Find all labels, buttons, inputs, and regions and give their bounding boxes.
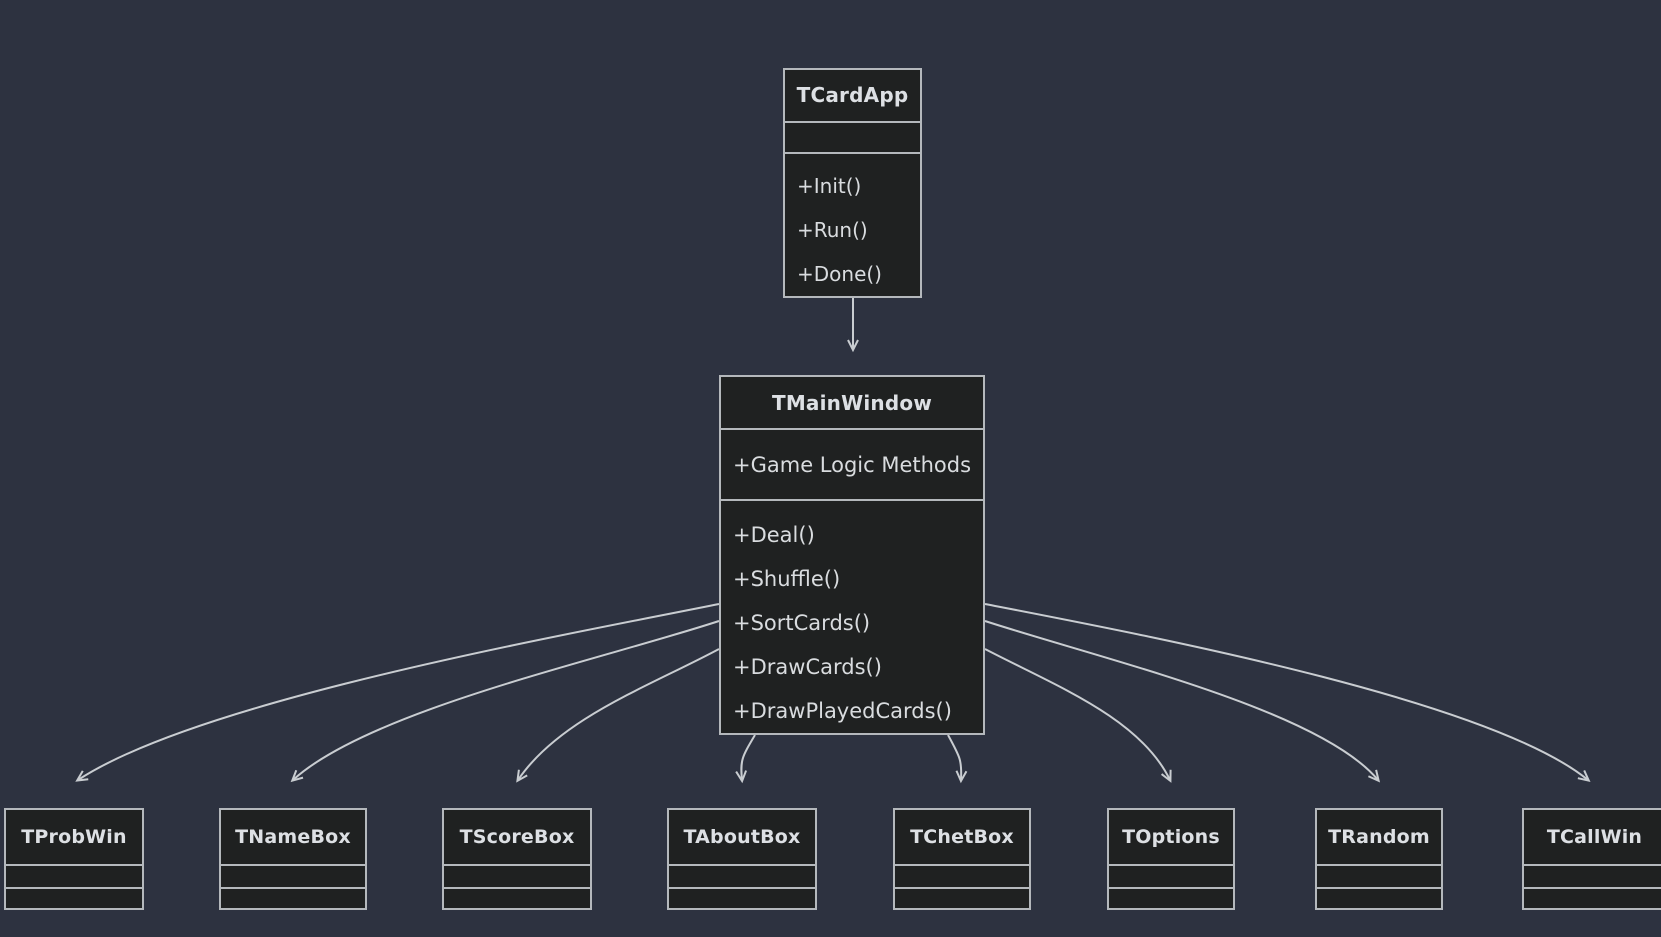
class-method: +Deal(): [733, 523, 815, 547]
class-attributes-compartment: +Game Logic Methods: [721, 428, 983, 499]
class-title-compartment: TScoreBox: [444, 810, 590, 864]
class-attributes-compartment: [895, 864, 1029, 887]
class-name-tchetbox: TChetBox: [910, 826, 1014, 848]
class-attributes-compartment: [444, 864, 590, 887]
class-attribute: +Game Logic Methods: [733, 452, 972, 477]
class-title-compartment: TNameBox: [221, 810, 365, 864]
class-name-tnamebox: TNameBox: [235, 826, 351, 848]
class-method: +Shuffle(): [733, 567, 841, 591]
class-methods-compartment: +Init() +Run() +Done(): [785, 152, 920, 296]
class-methods-compartment: [1317, 887, 1441, 908]
class-attributes-compartment: [6, 864, 142, 887]
class-methods-compartment: [444, 887, 590, 908]
edge-tmainwindow-to-toptions: [984, 648, 1172, 783]
class-box-taboutbox[interactable]: TAboutBox: [667, 808, 817, 910]
class-method: +Init(): [797, 174, 862, 198]
class-attributes-compartment: [1524, 864, 1661, 887]
class-box-tchetbox[interactable]: TChetBox: [893, 808, 1031, 910]
class-title-compartment: TChetBox: [895, 810, 1029, 864]
class-attributes-compartment: [669, 864, 815, 887]
class-box-tnamebox[interactable]: TNameBox: [219, 808, 367, 910]
class-title-compartment: TMainWindow: [721, 377, 983, 428]
class-methods-compartment: +Deal() +Shuffle() +SortCards() +DrawCar…: [721, 499, 983, 733]
class-name-taboutbox: TAboutBox: [683, 826, 801, 848]
class-box-tcardapp[interactable]: TCardApp +Init() +Run() +Done(): [783, 68, 922, 298]
class-methods-compartment: [1109, 887, 1233, 908]
class-method: +DrawCards(): [733, 655, 882, 679]
class-name-tcardapp: TCardApp: [796, 83, 909, 108]
class-title-compartment: TProbWin: [6, 810, 142, 864]
class-methods-compartment: [1524, 887, 1661, 908]
class-title-compartment: TRandom: [1317, 810, 1441, 864]
class-box-tcallwin[interactable]: TCallWin: [1522, 808, 1661, 910]
class-attributes-compartment: [221, 864, 365, 887]
class-name-tprobwin: TProbWin: [21, 826, 127, 848]
class-title-compartment: TCardApp: [785, 70, 920, 121]
edge-tmainwindow-to-taboutbox: [735, 734, 756, 784]
class-title-compartment: TOptions: [1109, 810, 1233, 864]
class-methods-compartment: [6, 887, 142, 908]
class-name-toptions: TOptions: [1122, 826, 1220, 848]
class-methods-compartment: [895, 887, 1029, 908]
class-box-trandom[interactable]: TRandom: [1315, 808, 1443, 910]
class-name-tmainwindow: TMainWindow: [771, 390, 933, 415]
class-box-toptions[interactable]: TOptions: [1107, 808, 1235, 910]
edge-tmainwindow-to-tnamebox: [290, 620, 720, 783]
class-method: +SortCards(): [733, 611, 871, 635]
edge-tmainwindow-to-trandom: [984, 620, 1381, 783]
class-attributes-compartment: [1317, 864, 1441, 887]
class-box-tscorebox[interactable]: TScoreBox: [442, 808, 592, 910]
class-method: +Run(): [797, 218, 868, 242]
class-title-compartment: TCallWin: [1524, 810, 1661, 864]
class-name-trandom: TRandom: [1328, 826, 1430, 848]
class-box-tmainwindow[interactable]: TMainWindow +Game Logic Methods +Deal() …: [719, 375, 985, 735]
class-name-tcallwin: TCallWin: [1546, 826, 1643, 848]
edge-tmainwindow-to-tcallwin: [984, 603, 1591, 783]
class-attributes-compartment: [1109, 864, 1233, 887]
class-box-tprobwin[interactable]: TProbWin: [4, 808, 144, 910]
class-attributes-compartment: [785, 120, 920, 152]
edge-tmainwindow-to-tprobwin: [75, 603, 720, 782]
class-method: +DrawPlayedCards(): [733, 699, 952, 723]
edge-tmainwindow-to-tscorebox: [516, 648, 720, 783]
class-title-compartment: TAboutBox: [669, 810, 815, 864]
edge-tmainwindow-to-tchetbox: [947, 734, 968, 784]
class-name-tscorebox: TScoreBox: [459, 826, 575, 848]
class-methods-compartment: [669, 887, 815, 908]
class-methods-compartment: [221, 887, 365, 908]
class-method: +Done(): [797, 262, 882, 286]
